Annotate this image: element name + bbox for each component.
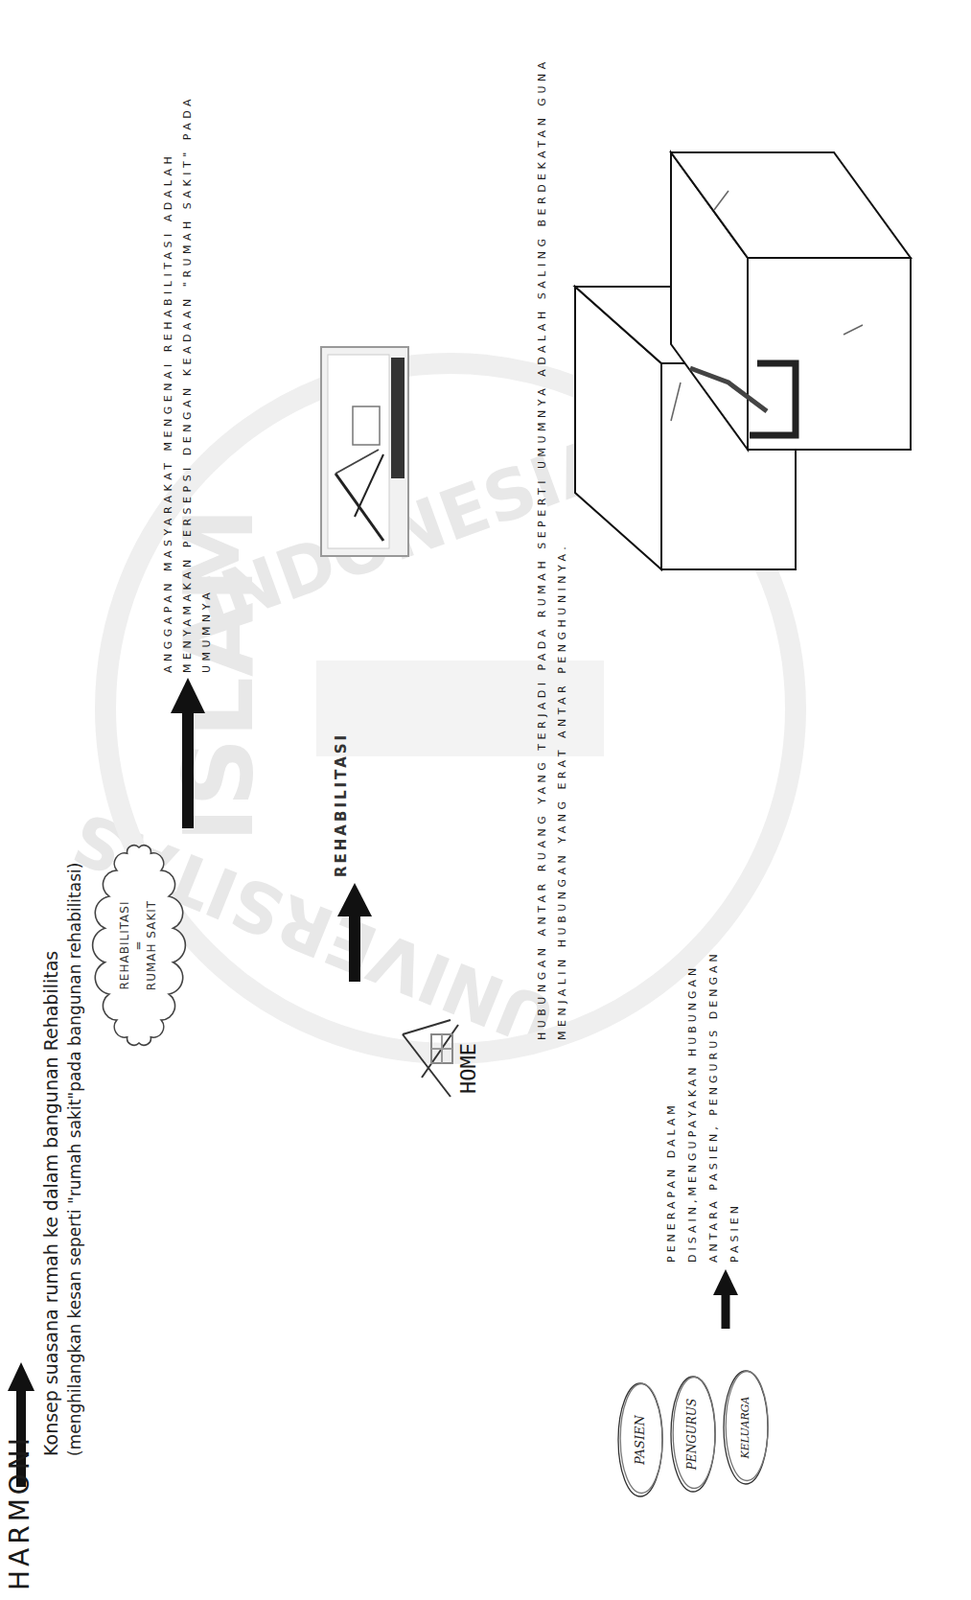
oval-stroke [672, 1377, 716, 1489]
house-sketch [402, 1019, 459, 1097]
rehab-label: REHABILITASI [332, 732, 350, 878]
oval-stroke [618, 1383, 663, 1497]
node-text: PASIEN [633, 1414, 648, 1465]
explanation-text: HUBUNGAN ANTAR RUANG YANG TERJADI PADA R… [531, 43, 573, 1041]
oval-stroke [620, 1384, 663, 1494]
home-label: HOME [456, 1042, 481, 1094]
diagram-title: Konsep suasana rumah ke dalam bangunan R… [40, 950, 62, 1457]
photo-frame [321, 346, 409, 556]
explanation-text: ANGGAPAN MASYARAKAT MENGENAI REHABILITAS… [159, 49, 217, 673]
actor-oval: KELUARGA [720, 1367, 771, 1487]
massing-sketch [575, 152, 911, 570]
node-text: RUMAH SAKIT [145, 900, 160, 991]
cloud-path [92, 845, 186, 1045]
watermark-text: ISLAM [162, 507, 276, 843]
explanation-text: PENERAPAN DALAM DISAIN,MENGUPAYAKAN HUBU… [661, 946, 746, 1263]
oval-stroke [723, 1370, 768, 1484]
actor-oval: PASIEN [615, 1380, 666, 1500]
node-text: KELUARGA [739, 1396, 753, 1459]
actor-oval: PENGURUS [668, 1373, 718, 1495]
node-text: REHABILITASI [118, 901, 133, 991]
oval-stroke [725, 1371, 768, 1481]
section-heading: HARMONI [3, 1433, 36, 1591]
thick-arrow [337, 882, 372, 982]
node-text: = [132, 939, 146, 950]
thought-cloud: REHABILITASI=RUMAH SAKIT [96, 839, 182, 1051]
node-text: PENGURUS [686, 1398, 700, 1470]
subtitle-note: (menghilangkan kesan seperti "rumah saki… [65, 862, 85, 1457]
watermark-ring [105, 363, 796, 1054]
thick-arrow [170, 677, 206, 829]
thick-arrow [713, 1269, 739, 1329]
oval-stroke [670, 1376, 716, 1492]
